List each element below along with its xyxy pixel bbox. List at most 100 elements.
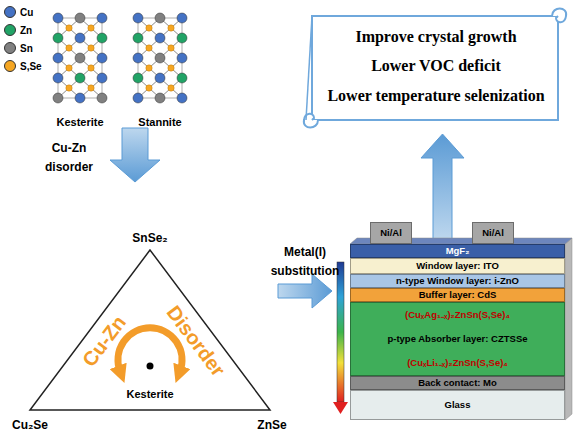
anion-atom (168, 45, 174, 51)
metal-atom (177, 33, 187, 43)
layer-text: n-type Window layer: i-ZnO (396, 276, 519, 287)
scroll-banner: Improve crystal growthLower VOC deficitL… (300, 4, 572, 130)
energy-bar-head (333, 402, 348, 414)
legend-text: S,Se (20, 61, 42, 72)
metal-atom (155, 53, 165, 63)
device-layer: Buffer layer: CdS (350, 288, 565, 302)
metal-atom (155, 33, 165, 43)
anion-atom (146, 25, 152, 31)
metal-atom (97, 73, 107, 83)
unit-cell (138, 18, 182, 98)
metal-atom (75, 33, 85, 43)
triangle (30, 250, 270, 410)
crystal-structures (53, 13, 187, 103)
metal-atom (75, 13, 85, 23)
metal-atom (133, 33, 143, 43)
layer-text: Ni/Al (482, 228, 504, 239)
layer-text: p-type Absorber layer: CZTSSe (387, 334, 527, 345)
benefit-text: Improve crystal growth (355, 28, 516, 46)
metal-atom (53, 13, 63, 23)
legend-swatch (4, 6, 16, 18)
metal-atom (53, 73, 63, 83)
label-holder: ZnSe (257, 415, 286, 433)
vertex-label: SnSe₂ (132, 231, 167, 245)
anion-atom (88, 65, 94, 71)
metal-atom (97, 93, 107, 103)
arrow-label: Cu-Zn disorder (45, 141, 93, 174)
anion-atom (146, 45, 152, 51)
metal-atom (155, 13, 165, 23)
legend-swatch (4, 42, 16, 54)
anion-atom (88, 45, 94, 51)
device-layer: MgF₂ (350, 244, 565, 258)
metal-atom (97, 33, 107, 43)
metal-atom (53, 33, 63, 43)
metal-atom (177, 13, 187, 23)
device-layer: n-type Window layer: i-ZnO (350, 274, 565, 288)
phase-triangle: Cu-ZnDisorderKesterite (20, 245, 280, 417)
legend-text: Sn (20, 43, 33, 54)
circular-arrow (118, 328, 182, 371)
kesterite-dot (147, 363, 154, 370)
down-arrow (110, 128, 160, 182)
benefit-text: Lower temperature selenization (327, 87, 544, 105)
layer-text: Window layer: ITO (416, 261, 499, 272)
layer-text: Back contact: Mo (418, 378, 497, 389)
vertex-label: ZnSe (257, 418, 286, 432)
metal-atom (75, 73, 85, 83)
device-side-face (565, 238, 572, 420)
device-layer: Back contact: Mo (350, 376, 565, 390)
arrow-label: Metal(I) substitution (271, 245, 340, 278)
anion-atom (168, 85, 174, 91)
legend-text: Zn (20, 25, 32, 36)
label-holder: Cu-Zn disorder (32, 137, 106, 175)
label-holder: Metal(I) substitution (266, 241, 344, 279)
anion-atom (168, 65, 174, 71)
anion-atom (146, 85, 152, 91)
anion-atom (66, 85, 72, 91)
right-arrow (278, 274, 332, 308)
metal-atom (53, 93, 63, 103)
layer-text: MgF₂ (446, 246, 470, 257)
metal-atom (133, 13, 143, 23)
metal-atom (177, 53, 187, 63)
device-layer: Glass (350, 390, 565, 420)
label-holder: Stannite (138, 112, 181, 130)
device-layer: Window layer: ITO (350, 258, 565, 274)
device-layer: (CuₓAg₁₋ₓ)₂ZnSn(S,Se)₄ p-type Absorber la… (350, 302, 565, 376)
scroll-curl (552, 9, 566, 23)
label-holder: Cu₂Se (12, 415, 48, 433)
metal-atom (97, 13, 107, 23)
device-layer: Ni/Al (472, 222, 514, 244)
legend-swatch (4, 60, 16, 72)
metal-atom (177, 93, 187, 103)
metal-atom (75, 93, 85, 103)
anion-atom (88, 25, 94, 31)
layer-text: (CuₓLi₁₋ₓ)₂ZnSn(S,Se)₄ (407, 358, 508, 369)
label-holder: SnSe₂ (132, 228, 167, 246)
metal-atom (133, 73, 143, 83)
structure-name: Kesterite (56, 116, 103, 128)
metal-atom (155, 73, 165, 83)
layer-text: Buffer layer: CdS (419, 290, 497, 301)
scroll-body (312, 16, 558, 120)
legend-row: Cu (4, 5, 33, 19)
layer-text: Ni/Al (380, 228, 402, 239)
legend-row: Sn (4, 41, 33, 55)
energy-bar (337, 262, 344, 402)
scroll-edge (306, 16, 312, 120)
up-arrow (421, 134, 464, 240)
layer-text: (CuₓAg₁₋ₓ)₂ZnSn(S,Se)₄ (405, 310, 510, 321)
metal-atom (177, 73, 187, 83)
metal-atom (97, 53, 107, 63)
legend-row: S,Se (4, 59, 42, 73)
anion-atom (66, 25, 72, 31)
anion-atom (66, 45, 72, 51)
vertex-label: Cu₂Se (12, 418, 48, 432)
legend-text: Cu (20, 7, 33, 18)
benefit-text: Lower VOC deficit (371, 57, 501, 75)
anion-atom (66, 65, 72, 71)
metal-atom (53, 53, 63, 63)
metal-atom (133, 93, 143, 103)
layer-text: Glass (445, 400, 471, 411)
